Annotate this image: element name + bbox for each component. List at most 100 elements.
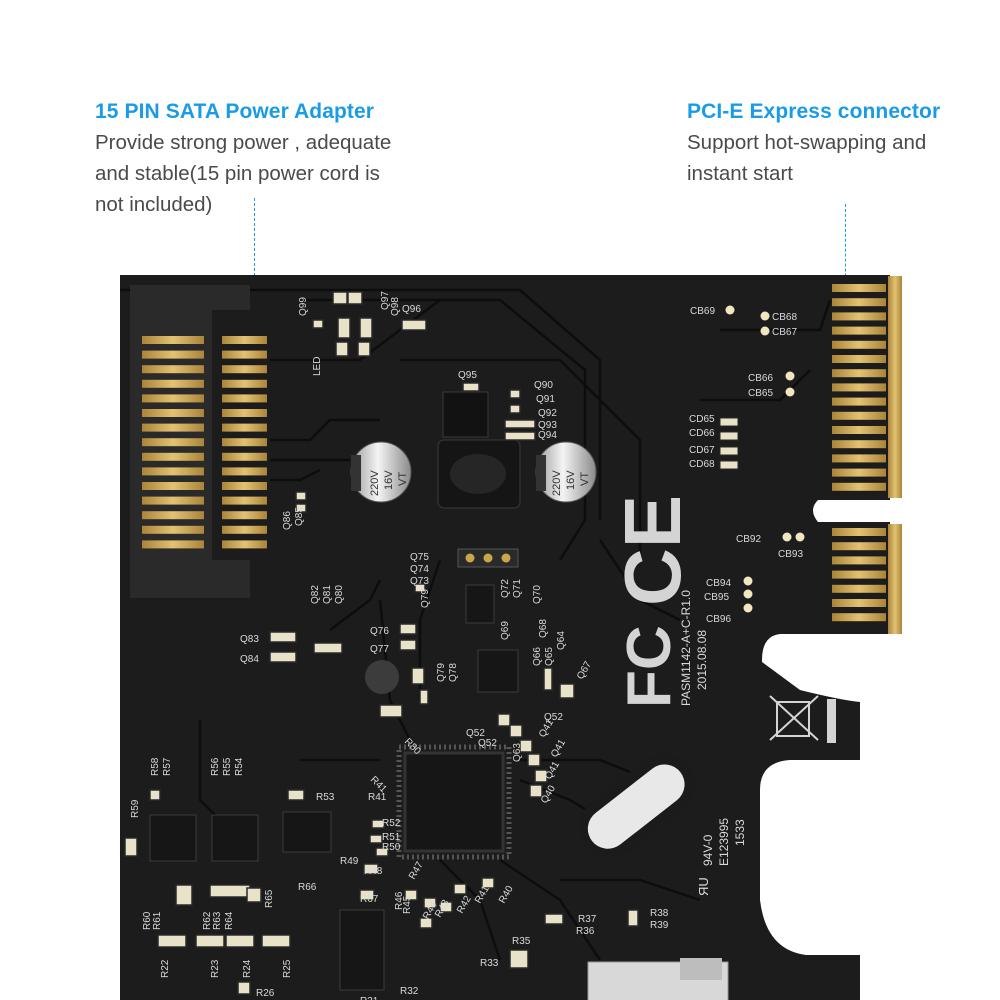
via-pad	[760, 326, 770, 336]
smd-pad	[719, 417, 739, 427]
sata-pin	[222, 452, 267, 461]
sata-pin	[142, 379, 204, 388]
pcie-finger	[832, 542, 886, 551]
silkscreen-label-q77: Q77	[370, 644, 389, 655]
smd-pad	[504, 431, 536, 441]
sata-pin	[142, 365, 204, 374]
silkscreen-label-r22: R22	[160, 959, 171, 978]
callout-sata-desc-line: not included)	[95, 193, 213, 216]
silkscreen-label-q68: Q68	[538, 619, 549, 638]
silkscreen-label-q99: Q99	[298, 297, 309, 316]
pcie-finger	[832, 599, 886, 607]
pcie-finger	[832, 411, 886, 420]
callout-sata-desc-line: and stable(15 pin power cord is	[95, 162, 380, 185]
smd-pad	[481, 877, 495, 889]
pcie-finger	[832, 468, 886, 477]
smd-pad	[497, 713, 511, 727]
smd-pad	[237, 981, 251, 995]
sata-pin	[142, 525, 204, 534]
sata-pin	[222, 350, 267, 359]
pcie-finger	[832, 298, 886, 307]
capacitor-left-label: 16V	[383, 470, 395, 490]
silkscreen-label-q63: Q63	[512, 743, 523, 762]
silkscreen-label-q98: Q98	[390, 297, 401, 316]
smd-pad	[312, 319, 324, 329]
smd-pad	[261, 934, 291, 948]
silkscreen-label-q52c: Q52	[544, 712, 563, 723]
pcie-finger	[832, 369, 886, 378]
silkscreen-label-r55: R55	[222, 757, 233, 776]
silkscreen-label-q65: Q65	[544, 647, 555, 666]
sata-pin	[142, 438, 204, 447]
smd-pad	[269, 651, 297, 663]
silkscreen-label-cb69: CB69	[690, 306, 715, 317]
callout-pcie-connector: PCI-E Express connector Support hot-swap…	[687, 100, 987, 189]
pcie-finger	[832, 383, 886, 392]
smd-pad	[295, 503, 307, 513]
silkscreen-label-q73: Q73	[410, 576, 429, 587]
silkscreen-label-r63: R63	[212, 911, 223, 930]
sata-pin	[142, 467, 204, 476]
silkscreen-label-q91: Q91	[536, 394, 555, 405]
pcie-finger	[888, 276, 902, 498]
smd-pad	[337, 317, 351, 339]
silkscreen-label-r38: R38	[650, 908, 669, 919]
sata-pins	[142, 336, 267, 549]
silkscreen-label-r36: R36	[576, 926, 595, 937]
silkscreen-label-q84: Q84	[240, 654, 259, 665]
pcie-finger	[832, 355, 886, 363]
silkscreen-label-q92: Q92	[538, 408, 557, 419]
svg-text:FC: FC	[615, 625, 684, 708]
smd-pad	[404, 889, 418, 901]
sata-pin	[222, 525, 267, 534]
sata-pin	[222, 482, 267, 490]
crystal-oscillator	[579, 754, 695, 858]
smd-pad	[124, 837, 138, 857]
callout-pcie-desc-line: Support hot-swapping and	[687, 131, 927, 154]
silkscreen-label-r51: R51	[382, 832, 401, 843]
via-pad	[785, 387, 795, 397]
smd-pad	[379, 704, 403, 718]
rating-text: 94V-0	[701, 834, 715, 866]
pcie-finger	[832, 570, 886, 579]
pcie-finger	[888, 524, 902, 634]
pcie-finger	[832, 556, 886, 565]
sata-pin	[222, 409, 267, 417]
callout-sata-title: 15 PIN SATA Power Adapter	[95, 100, 375, 123]
silkscreen-label-cb93: CB93	[778, 549, 803, 560]
pcie-gold-fingers	[832, 276, 902, 634]
sata-pin	[222, 467, 267, 476]
silkscreen-label-q83: Q83	[240, 634, 259, 645]
silkscreen-label-cd68: CD68	[689, 459, 715, 470]
smd-pad	[509, 724, 523, 738]
smd-pad	[504, 419, 536, 429]
silkscreen-label-r33: R33	[480, 958, 499, 969]
smd-pad	[529, 784, 543, 798]
silkscreen-label-q96: Q96	[402, 304, 421, 315]
sata-pin	[142, 540, 204, 549]
smd-pad	[295, 491, 307, 501]
controller-chip	[396, 744, 512, 860]
silkscreen-label-r45: R45	[402, 895, 413, 914]
sata-connector	[130, 285, 267, 598]
silkscreen-label-r24: R24	[242, 959, 253, 978]
smd-pad	[369, 834, 383, 844]
silkscreen-label-cb96: CB96	[706, 614, 731, 625]
silkscreen-label-r60: R60	[142, 911, 153, 930]
smd-pad	[627, 909, 639, 927]
ul-mark: ЯU	[696, 877, 711, 896]
sata-pin	[142, 482, 204, 490]
smd-pad	[175, 884, 193, 906]
inductor	[437, 439, 521, 509]
silkscreen-label-r31: R31	[360, 996, 379, 1000]
silkscreen-label-q79b: Q79	[436, 663, 447, 682]
smd-pad	[371, 819, 385, 829]
sata-pin	[222, 394, 267, 403]
smd-pad	[209, 884, 251, 898]
smd-pad	[519, 739, 533, 753]
capacitor-right-label: 220V	[551, 470, 563, 496]
sata-pin	[222, 336, 267, 344]
smd-ic-group	[149, 584, 519, 991]
silkscreen-label-r65: R65	[264, 889, 275, 908]
